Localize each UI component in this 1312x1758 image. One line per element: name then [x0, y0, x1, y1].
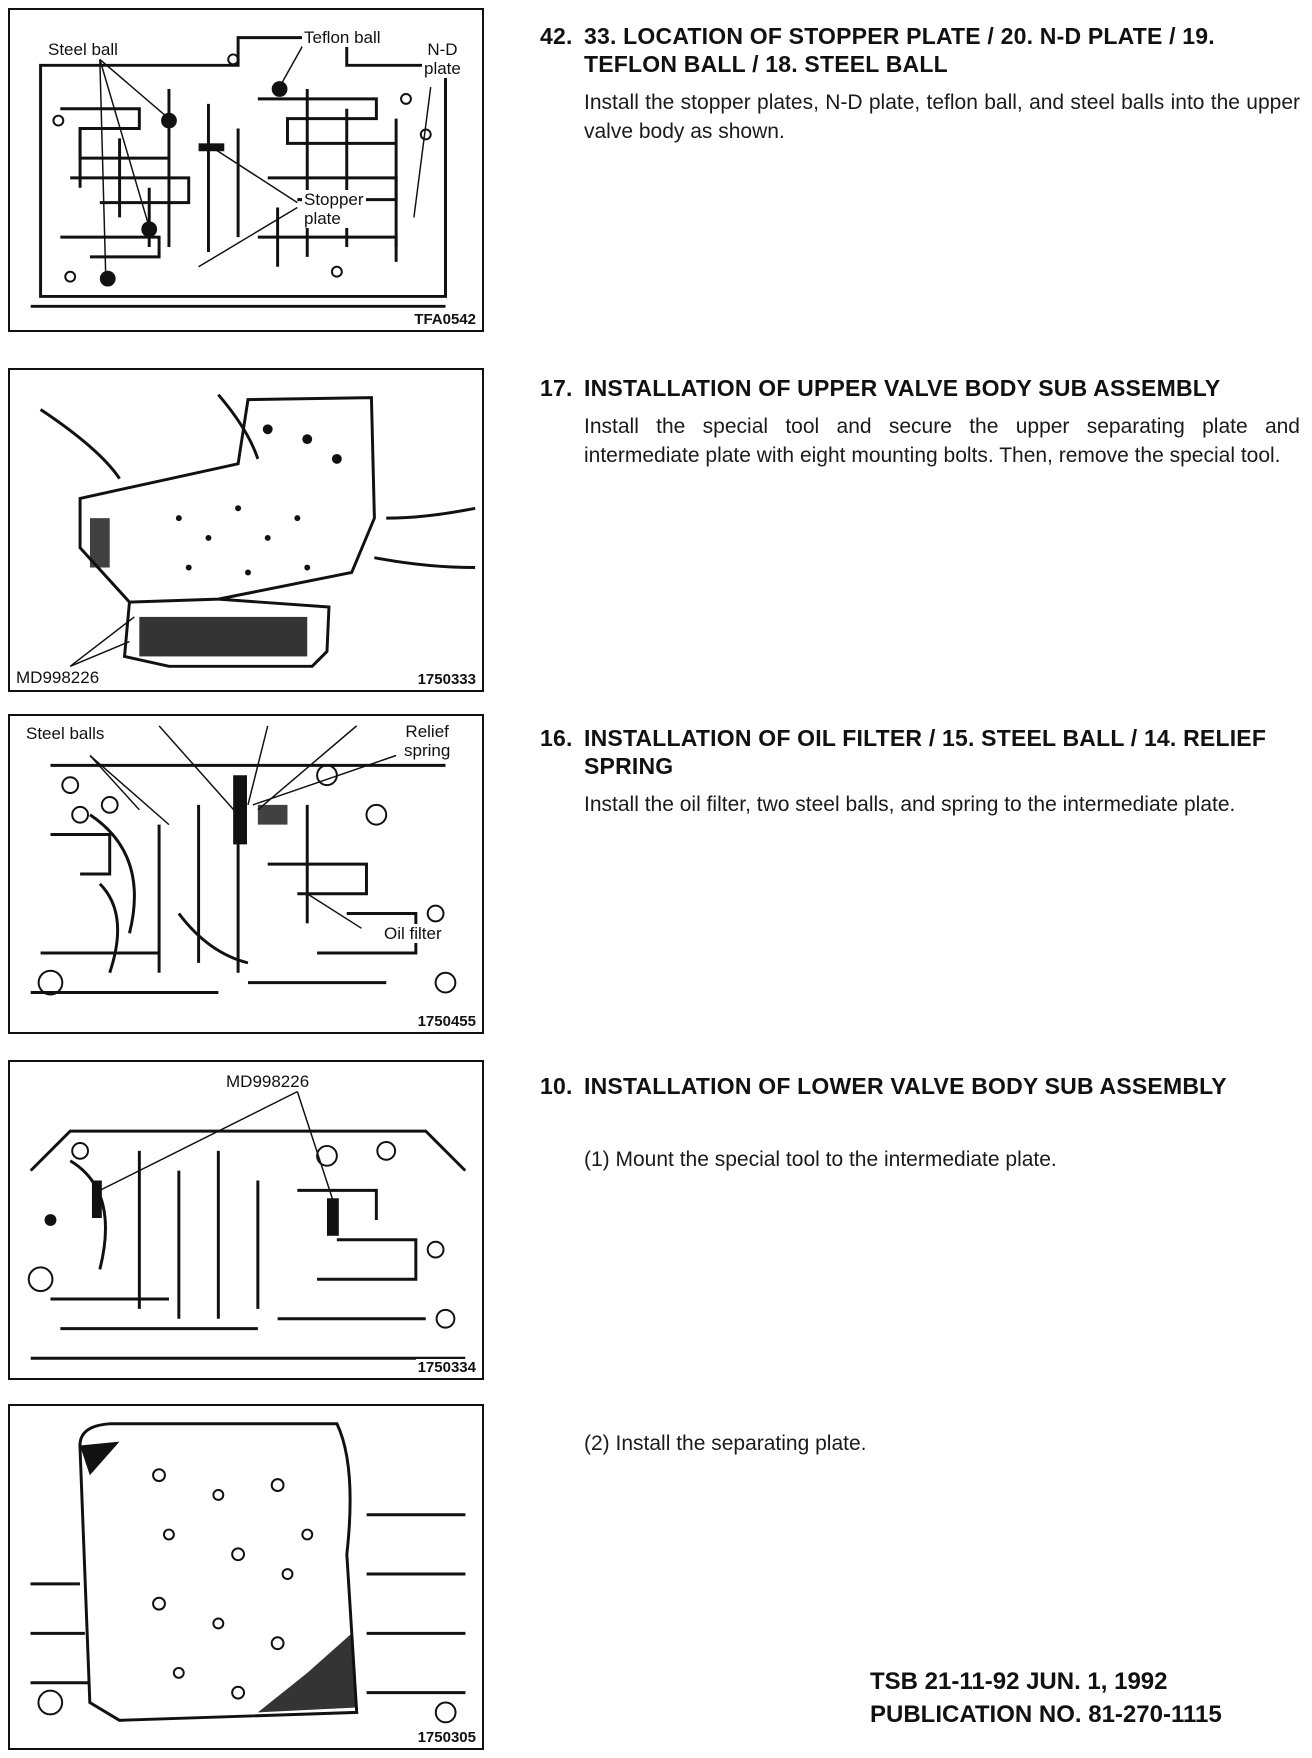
section-title: 33. LOCATION OF STOPPER PLATE / 20. N-D …: [584, 23, 1215, 77]
label-steel-balls: Steel balls: [24, 724, 107, 743]
section-title: INSTALLATION OF UPPER VALVE BODY SUB ASS…: [584, 375, 1221, 401]
figure-code: 1750305: [415, 1729, 478, 1746]
section-number: 17.: [540, 375, 573, 401]
label-teflon-ball: Teflon ball: [302, 28, 383, 47]
figure-upper-valve-body: Steel ball Teflon ball N-D plate Stopper…: [8, 8, 484, 332]
figure-code: 1750334: [415, 1359, 478, 1376]
label-relief-spring: Relief spring: [402, 722, 453, 760]
lower-plate-drawing-icon: [27, 1090, 467, 1360]
label-nd-plate: N-D plate: [422, 40, 463, 78]
tool-code: MD998226: [224, 1072, 312, 1091]
section-title: INSTALLATION OF LOWER VALVE BODY SUB ASS…: [584, 1073, 1227, 1099]
separating-plate-drawing-icon: [30, 1422, 466, 1724]
figure-code: 1750455: [415, 1013, 478, 1030]
section-body: Install the oil filter, two steel balls,…: [584, 793, 1236, 816]
section-number: 42.: [540, 23, 573, 49]
section-heading: 10. INSTALLATION OF LOWER VALVE BODY SUB…: [540, 1072, 1300, 1100]
intermediate-plate-drawing-icon: [30, 725, 457, 996]
section-oil-filter: 16. INSTALLATION OF OIL FILTER / 15. STE…: [540, 724, 1300, 819]
section-heading: 42. 33. LOCATION OF STOPPER PLATE / 20. …: [540, 22, 1300, 78]
figure-intermediate-plate: Steel balls Relief spring Oil filter 175…: [8, 714, 484, 1034]
figure-code: TFA0542: [412, 311, 478, 328]
figure-special-tool-upper: MD998226 1750333: [8, 368, 484, 692]
section-stopper-plate: 42. 33. LOCATION OF STOPPER PLATE / 20. …: [540, 22, 1300, 146]
step-mount-special-tool: (1) Mount the special tool to the interm…: [584, 1148, 1057, 1171]
valve-body-drawing-icon: [30, 36, 447, 308]
publication-footer: TSB 21-11-92 JUN. 1, 1992 PUBLICATION NO…: [870, 1665, 1222, 1731]
label-steel-ball: Steel ball: [46, 40, 120, 59]
section-title: INSTALLATION OF OIL FILTER / 15. STEEL B…: [584, 725, 1267, 779]
section-body: Install the stopper plates, N-D plate, t…: [584, 91, 1300, 143]
figure-separating-plate: 1750305: [8, 1404, 484, 1750]
section-heading: 17. INSTALLATION OF UPPER VALVE BODY SUB…: [540, 374, 1300, 402]
figure-code: 1750333: [415, 671, 478, 688]
tool-code: MD998226: [14, 668, 102, 688]
step-install-separating-plate: (2) Install the separating plate.: [584, 1432, 867, 1455]
section-number: 16.: [540, 725, 573, 751]
section-lower-valve-body: 10. INSTALLATION OF LOWER VALVE BODY SUB…: [540, 1072, 1300, 1100]
section-heading: 16. INSTALLATION OF OIL FILTER / 15. STE…: [540, 724, 1300, 780]
tsb-date: TSB 21-11-92 JUN. 1, 1992: [870, 1668, 1168, 1695]
figure-special-tool-lower: MD998226 1750334: [8, 1060, 484, 1380]
publication-number: PUBLICATION NO. 81-270-1115: [870, 1701, 1222, 1728]
section-number: 10.: [540, 1073, 573, 1099]
section-body: Install the special tool and secure the …: [584, 415, 1300, 467]
label-stopper-plate: Stopper plate: [302, 190, 366, 228]
label-oil-filter: Oil filter: [382, 924, 444, 943]
section-upper-valve-body: 17. INSTALLATION OF UPPER VALVE BODY SUB…: [540, 374, 1300, 470]
hands-tool-drawing-icon: [39, 393, 476, 668]
